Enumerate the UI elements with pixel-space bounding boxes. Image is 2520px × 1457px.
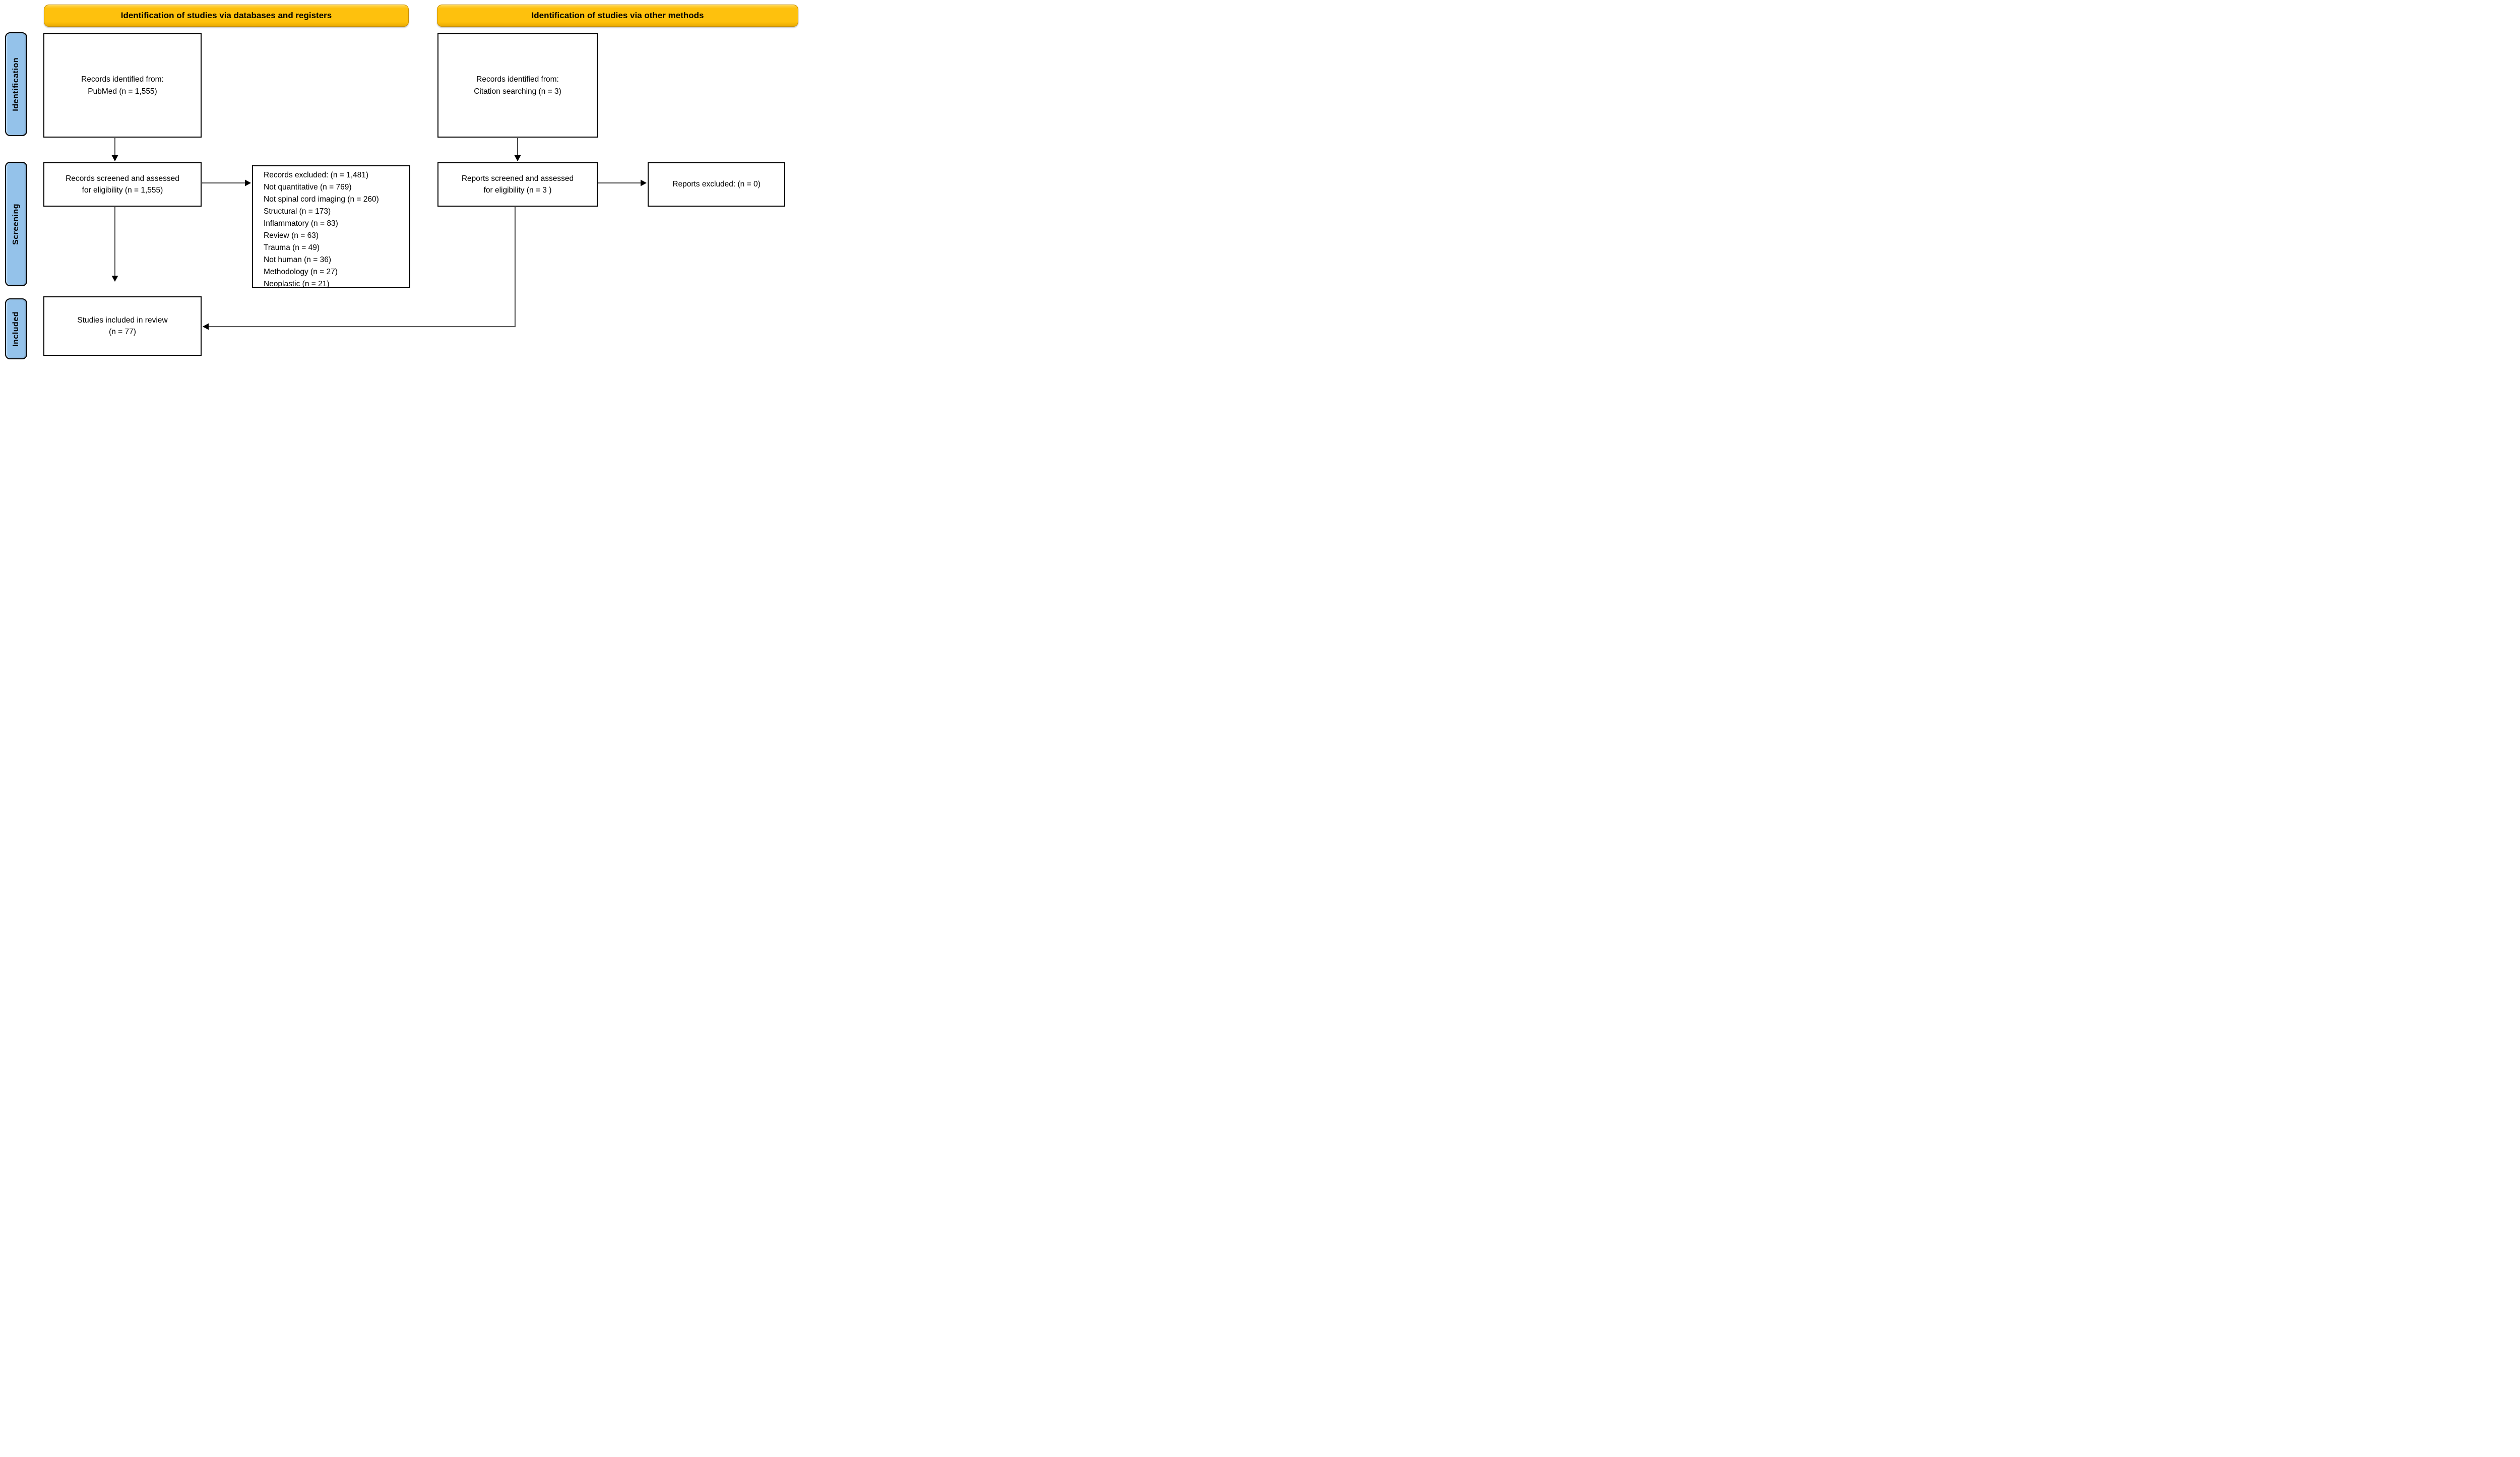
excluded-reason-line: Neoplastic (n = 21) xyxy=(264,280,330,288)
box-text-line: Records identified from: xyxy=(476,75,559,84)
banner-databases-registers: Identification of studies via databases … xyxy=(44,5,409,27)
box-reports-screened: Reports screened and assessed for eligib… xyxy=(437,162,598,207)
box-text-line: PubMed (n = 1,555) xyxy=(88,87,157,96)
excluded-reason-line: Trauma (n = 49) xyxy=(264,243,320,252)
stage-tab-screening: Screening xyxy=(5,162,27,286)
excluded-reason-line: Inflammatory (n = 83) xyxy=(264,219,338,228)
stage-tab-included: Included xyxy=(5,298,27,359)
excluded-reason-line: Structural (n = 173) xyxy=(264,207,331,216)
stage-tab-identification: Identification xyxy=(5,32,27,136)
prisma-flow-diagram: Identification of studies via databases … xyxy=(0,0,800,364)
box-studies-included: Studies included in review (n = 77) xyxy=(43,296,202,356)
excluded-reason-line: Methodology (n = 27) xyxy=(264,268,338,276)
excluded-reason-line: Not quantitative (n = 769) xyxy=(264,183,352,192)
box-text-line: Records identified from: xyxy=(81,75,164,84)
banner-other-methods: Identification of studies via other meth… xyxy=(437,5,798,27)
excluded-reason-line: Review (n = 63) xyxy=(264,231,319,240)
box-text-line: Reports screened and assessed xyxy=(461,174,574,183)
box-text-line: Reports excluded: (n = 0) xyxy=(672,180,761,189)
stage-label-screening: Screening xyxy=(12,203,20,245)
box-text-line: Studies included in review xyxy=(77,315,168,325)
box-text-line: for eligibility (n = 3 ) xyxy=(483,186,552,195)
box-text-line: Records screened and assessed xyxy=(66,174,179,183)
excluded-reason-line: Not spinal cord imaging (n = 260) xyxy=(264,195,379,204)
stage-label-included: Included xyxy=(12,311,20,347)
box-reports-excluded: Reports excluded: (n = 0) xyxy=(648,162,785,207)
box-text-line: Citation searching (n = 3) xyxy=(474,87,561,96)
excluded-reason-line: Records excluded: (n = 1,481) xyxy=(264,171,369,179)
stage-label-identification: Identification xyxy=(12,57,20,111)
box-text-line: (n = 77) xyxy=(109,328,136,336)
excluded-reason-line: Not human (n = 36) xyxy=(264,256,331,264)
box-records-excluded: Records excluded: (n = 1,481) Not quanti… xyxy=(252,165,410,288)
box-records-screened: Records screened and assessed for eligib… xyxy=(43,162,202,207)
box-records-identified-citation: Records identified from: Citation search… xyxy=(437,33,598,138)
box-text-line: for eligibility (n = 1,555) xyxy=(82,186,163,195)
box-records-identified-databases: Records identified from: PubMed (n = 1,5… xyxy=(43,33,202,138)
